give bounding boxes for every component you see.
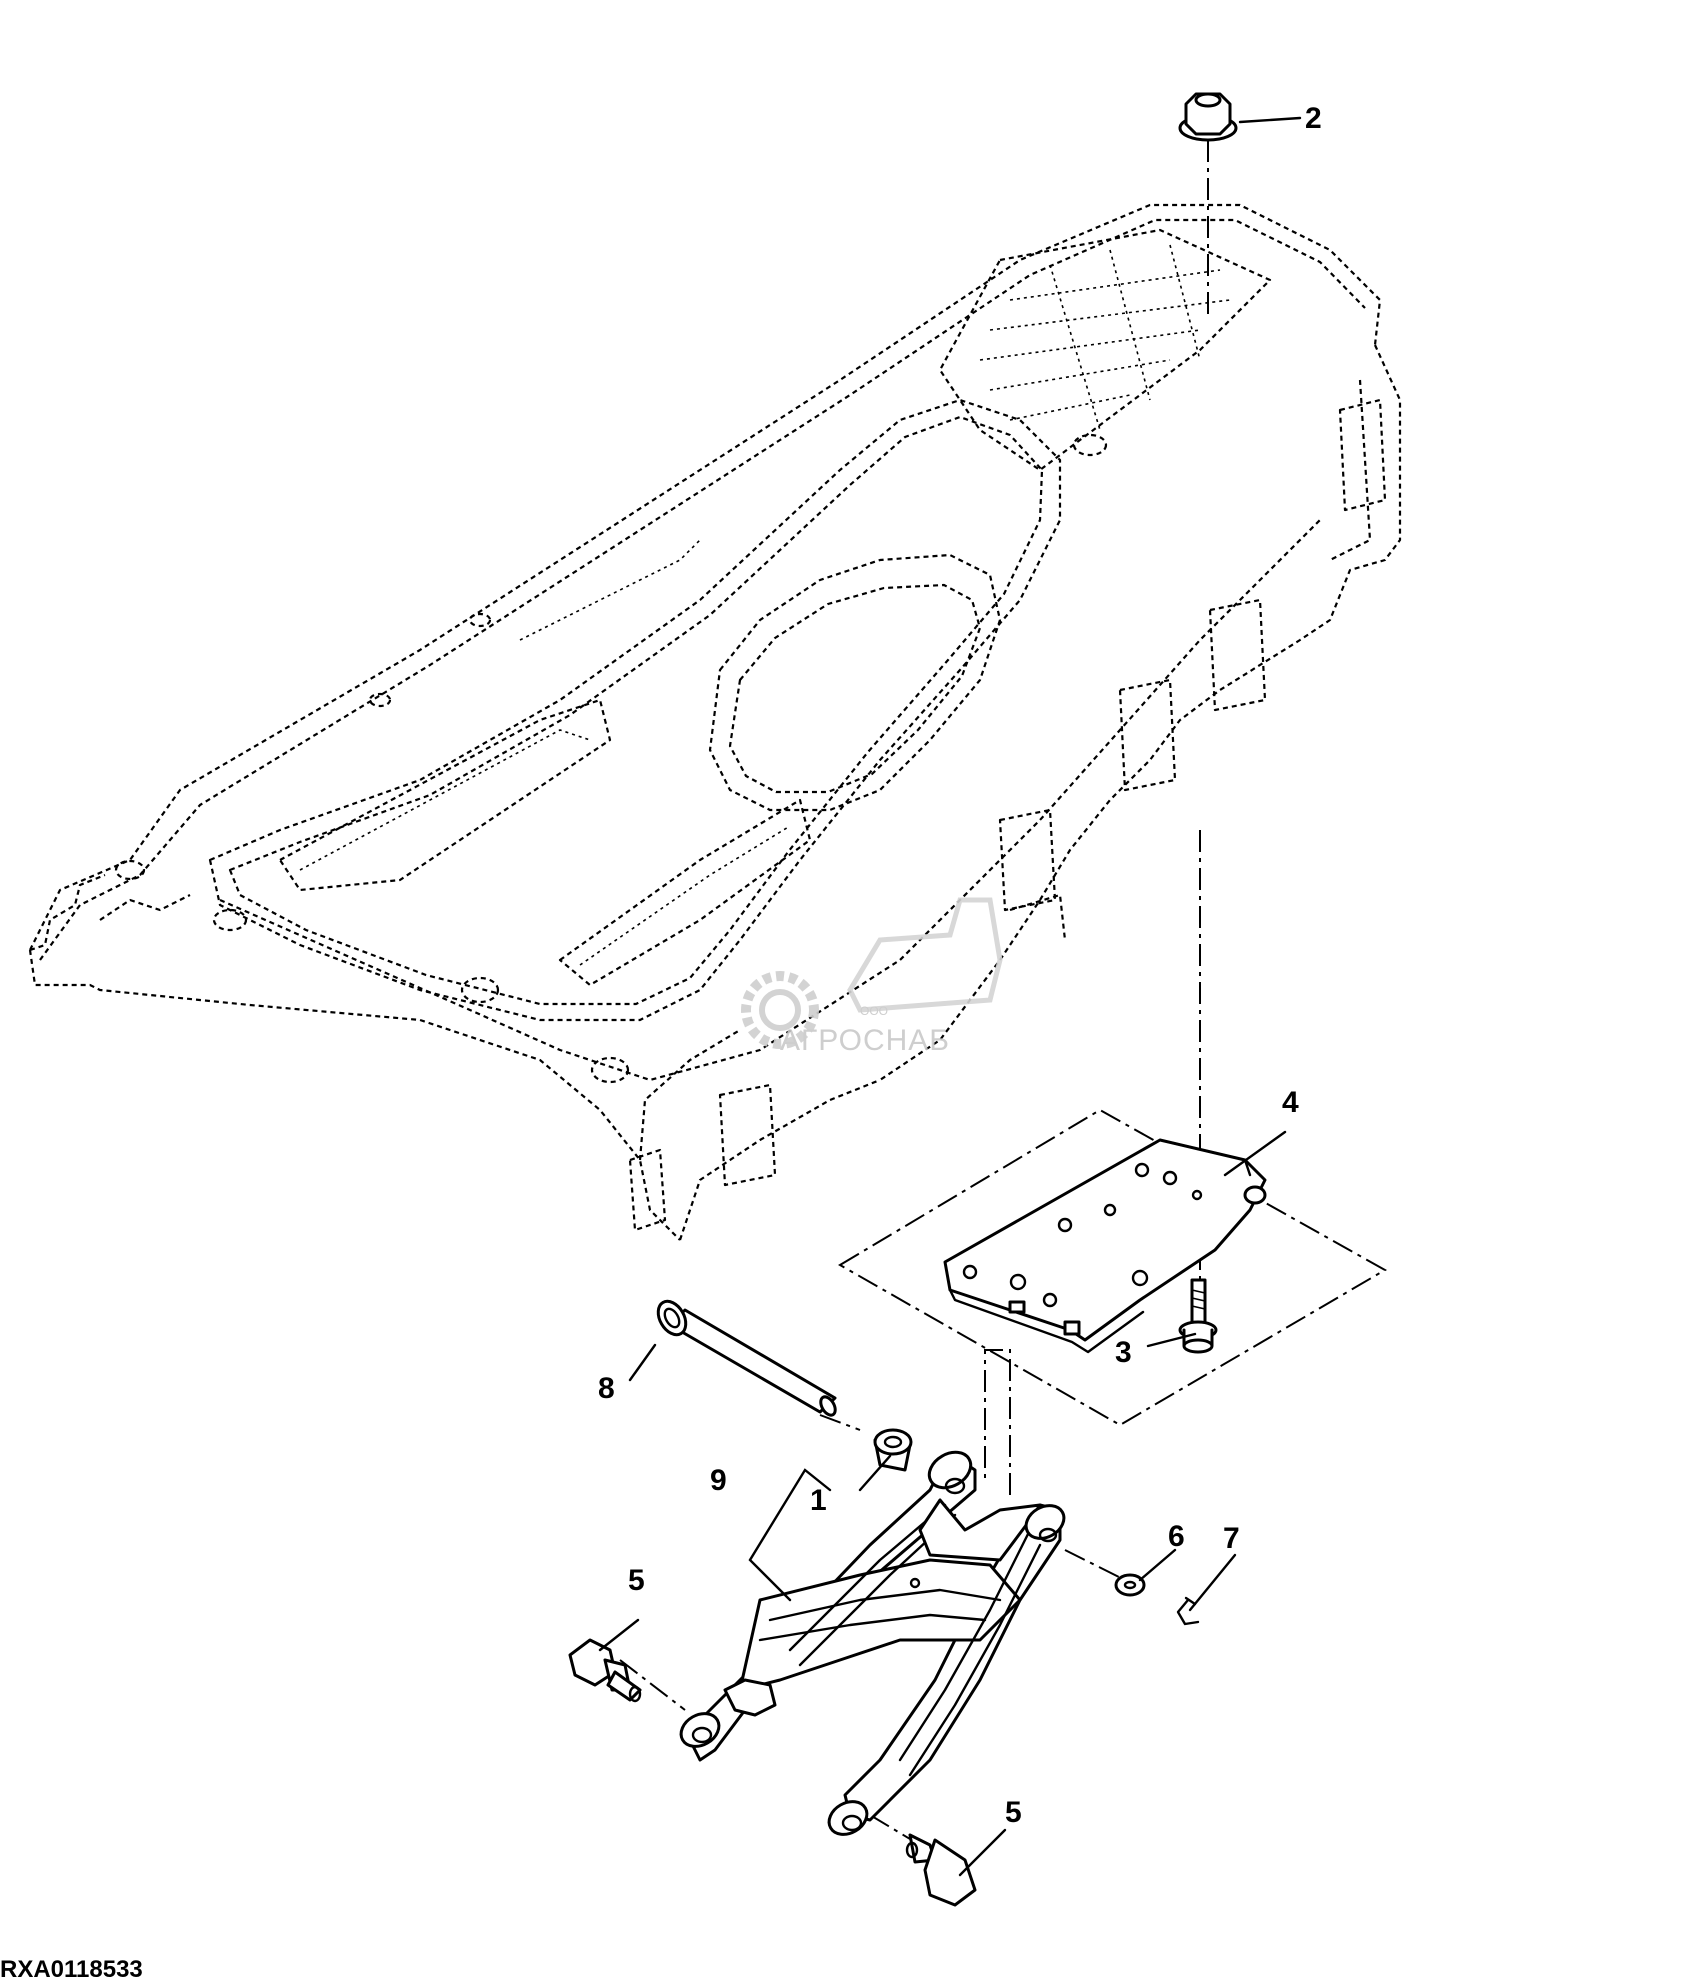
callout-4: 4 bbox=[1282, 1086, 1299, 1119]
leader-lines bbox=[598, 116, 1302, 1877]
callout-3: 3 bbox=[1115, 1336, 1132, 1369]
callout-labels: 2 4 3 8 1 9 6 7 5 5 bbox=[598, 102, 1322, 1829]
arm-eye-right bbox=[1024, 1504, 1066, 1543]
part-5-bolt-left bbox=[568, 1638, 642, 1703]
callout-9: 9 bbox=[710, 1464, 727, 1497]
callout-8: 8 bbox=[598, 1372, 615, 1405]
watermark-prefix: ООО bbox=[860, 1004, 888, 1018]
arm-eye-front-left bbox=[679, 1712, 721, 1748]
callout-6: 6 bbox=[1168, 1520, 1185, 1553]
callout-5-left: 5 bbox=[628, 1564, 645, 1597]
phantom-frame-body bbox=[28, 203, 1402, 1241]
part-3-bolt bbox=[1178, 1278, 1218, 1354]
callout-1: 1 bbox=[810, 1484, 827, 1517]
part-1-bushing bbox=[873, 1428, 913, 1472]
mount-plane-outline bbox=[838, 1108, 1388, 1427]
part-7-retaining-ring bbox=[1176, 1596, 1200, 1626]
callout-2: 2 bbox=[1305, 102, 1322, 135]
part-6-washer bbox=[1114, 1573, 1146, 1597]
callout-7: 7 bbox=[1223, 1522, 1240, 1555]
part-8-pivot-pin bbox=[656, 1299, 837, 1417]
agrosnab-watermark: ООО АГРОСНАБ bbox=[741, 897, 1003, 1057]
arm-eye-front-right bbox=[827, 1800, 869, 1836]
arm-eye-rear bbox=[927, 1450, 973, 1495]
watermark-brand: АГРОСНАБ bbox=[780, 1024, 950, 1057]
callout-5-right: 5 bbox=[1005, 1796, 1022, 1829]
part-9-control-arm bbox=[679, 1450, 1066, 1836]
part-2-flange-nut bbox=[1178, 92, 1238, 142]
part-4-mounting-plate bbox=[943, 1138, 1267, 1354]
part-5-bolt-right bbox=[905, 1833, 977, 1907]
figure-id: RXA0118533 bbox=[0, 1956, 143, 1983]
